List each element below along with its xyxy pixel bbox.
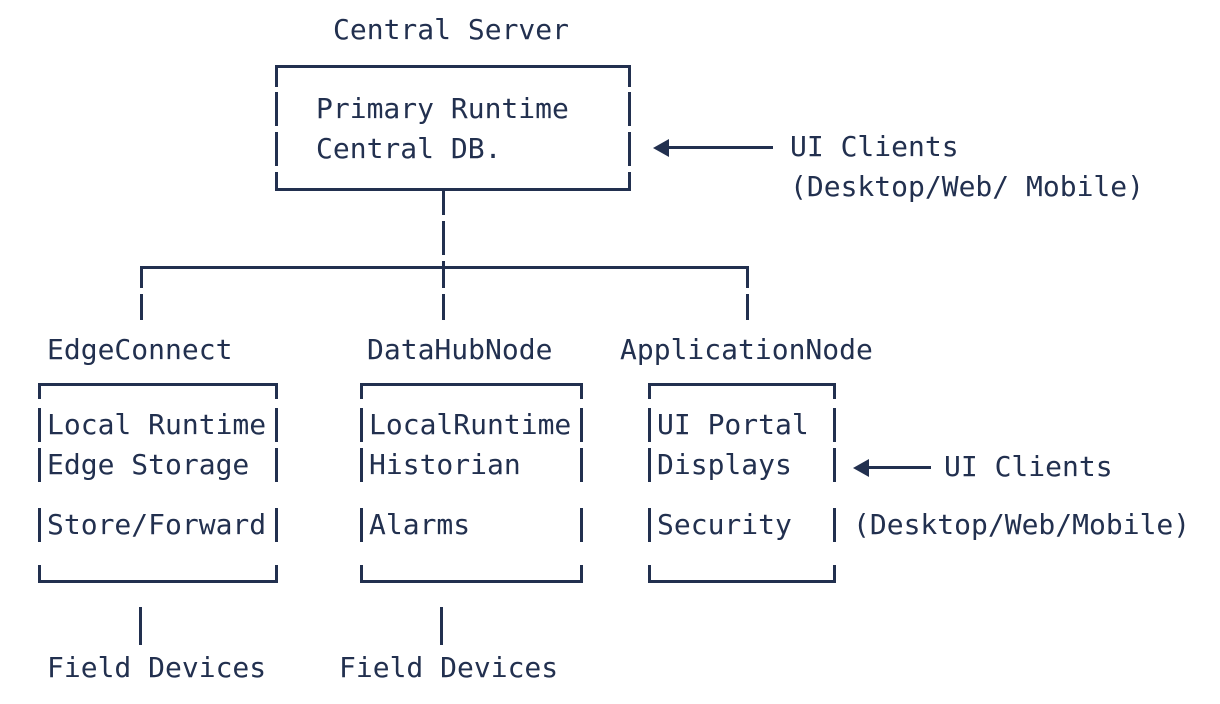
arrow-shaft bbox=[668, 146, 773, 149]
field-devices-stub bbox=[139, 607, 142, 645]
box-right-pipe-1 bbox=[275, 408, 278, 442]
box-left-pipe-2 bbox=[360, 448, 363, 482]
arrow-shaft bbox=[868, 466, 931, 469]
field-devices-stub bbox=[440, 607, 443, 645]
field-devices-label: Field Devices bbox=[47, 651, 267, 684]
drop-datahubnode-top bbox=[442, 266, 445, 288]
box-top-border bbox=[360, 383, 583, 386]
drop-edgeconnect bbox=[140, 294, 143, 320]
box-left-pipe-2 bbox=[648, 448, 651, 482]
node-label-edgeconnect: EdgeConnect bbox=[47, 333, 233, 366]
trunk-segment-2 bbox=[442, 221, 445, 255]
edgeconnect-line-2: Edge Storage bbox=[47, 448, 250, 481]
box-left-pipe-3 bbox=[38, 508, 41, 542]
box-left-pipe-1 bbox=[275, 92, 278, 126]
root-annotation-line-2: (Desktop/Web/ Mobile) bbox=[790, 170, 1145, 203]
applicationnode-annotation-line-2: (Desktop/Web/Mobile) bbox=[853, 508, 1191, 541]
central-server-line-2: Central DB. bbox=[316, 132, 502, 165]
box-left-corner-bottom bbox=[360, 565, 363, 583]
box-right-corner-top bbox=[580, 383, 583, 399]
edgeconnect-line-3: Store/Forward bbox=[47, 508, 267, 541]
edgeconnect-line-1: Local Runtime bbox=[47, 408, 267, 441]
box-left-corner-bottom bbox=[648, 565, 651, 583]
applicationnode-line-1: UI Portal bbox=[657, 408, 809, 441]
drop-applicationnode bbox=[746, 294, 749, 320]
box-right-pipe-2 bbox=[275, 448, 278, 482]
datahubnode-line-2: Historian bbox=[369, 448, 521, 481]
page-title: Central Server bbox=[333, 13, 570, 46]
box-right-corner-bottom bbox=[628, 172, 631, 191]
box-bottom-border bbox=[38, 580, 278, 583]
box-right-pipe-1 bbox=[628, 92, 631, 126]
applicationnode-line-3: Security bbox=[657, 508, 792, 541]
box-right-corner-bottom bbox=[580, 565, 583, 583]
applicationnode-annotation-line-1: UI Clients bbox=[944, 450, 1113, 483]
box-left-pipe-1 bbox=[360, 408, 363, 442]
box-left-corner-top bbox=[360, 383, 363, 399]
box-top-border bbox=[275, 65, 631, 68]
box-left-pipe-2 bbox=[275, 132, 278, 166]
box-right-pipe-1 bbox=[580, 408, 583, 442]
box-right-corner-top bbox=[275, 383, 278, 399]
box-right-pipe-2 bbox=[628, 132, 631, 166]
box-left-pipe-3 bbox=[648, 508, 651, 542]
drop-applicationnode-top bbox=[746, 266, 749, 288]
box-bottom-border bbox=[360, 580, 583, 583]
box-left-pipe-1 bbox=[38, 408, 41, 442]
box-right-pipe-2 bbox=[580, 448, 583, 482]
box-right-corner-bottom bbox=[833, 565, 836, 583]
box-right-pipe-3 bbox=[833, 508, 836, 542]
box-left-pipe-3 bbox=[360, 508, 363, 542]
box-left-corner-bottom bbox=[275, 172, 278, 191]
node-label-datahubnode: DataHubNode bbox=[367, 333, 553, 366]
box-top-border bbox=[648, 383, 836, 386]
box-left-corner-top bbox=[38, 383, 41, 399]
left-arrow-icon bbox=[853, 459, 869, 477]
box-bottom-border bbox=[648, 580, 836, 583]
root-annotation-line-1: UI Clients bbox=[790, 130, 959, 163]
box-left-pipe-1 bbox=[648, 408, 651, 442]
box-left-corner-bottom bbox=[38, 565, 41, 583]
datahubnode-line-1: LocalRuntime bbox=[369, 408, 572, 441]
box-left-corner-top bbox=[648, 383, 651, 399]
box-left-corner-top bbox=[275, 65, 278, 87]
left-arrow-icon bbox=[653, 139, 669, 157]
box-right-corner-bottom bbox=[275, 565, 278, 583]
box-right-corner-top bbox=[628, 65, 631, 87]
datahubnode-line-3: Alarms bbox=[369, 508, 471, 541]
drop-edgeconnect-top bbox=[140, 266, 143, 288]
applicationnode-line-2: Displays bbox=[657, 448, 792, 481]
box-right-corner-top bbox=[833, 383, 836, 399]
box-right-pipe-2 bbox=[833, 448, 836, 482]
box-bottom-border bbox=[275, 188, 631, 191]
trunk-segment-3 bbox=[442, 261, 445, 268]
trunk-segment-1 bbox=[442, 191, 445, 215]
box-right-pipe-3 bbox=[275, 508, 278, 542]
box-top-border bbox=[38, 383, 278, 386]
node-label-applicationnode: ApplicationNode bbox=[620, 333, 873, 366]
central-server-line-1: Primary Runtime bbox=[316, 92, 569, 125]
field-devices-label: Field Devices bbox=[339, 651, 559, 684]
box-left-pipe-2 bbox=[38, 448, 41, 482]
box-right-pipe-3 bbox=[580, 508, 583, 542]
drop-datahubnode bbox=[442, 294, 445, 320]
box-right-pipe-1 bbox=[833, 408, 836, 442]
